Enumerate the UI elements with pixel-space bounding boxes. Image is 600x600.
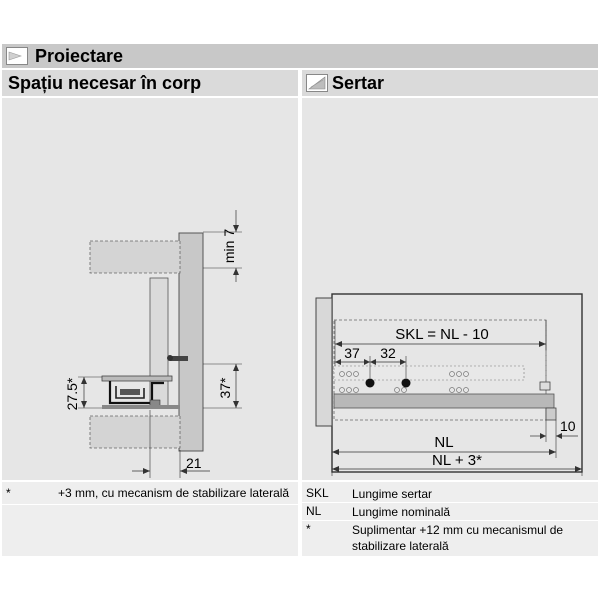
dim-37-star: 37* — [217, 377, 233, 399]
drawer-arrow-icon — [6, 47, 28, 65]
legend-key: * — [306, 522, 311, 536]
dim-27-5-star: 27.5* — [64, 377, 80, 410]
divider — [2, 504, 298, 505]
legend-text: Suplimentar +12 mm cu mecanismul de stab… — [352, 523, 564, 553]
legend-key: NL — [306, 504, 322, 518]
dim-21: 21 — [186, 455, 202, 471]
drawer-side-panel: SKL = NL - 10 37 32 10 NL NL + 3* — [302, 98, 598, 480]
page-title: Proiectare — [35, 46, 124, 66]
divider — [302, 520, 598, 521]
drawer-side-drawing: SKL = NL - 10 37 32 10 NL NL + 3* — [315, 293, 583, 476]
dim-10: 10 — [560, 418, 576, 434]
note-text: +3 mm, cu mecanism de stabilizare latera… — [58, 486, 290, 500]
dim-min-7: min 7 — [221, 229, 237, 263]
cabinet-section-drawing: min 7 37* 27.5* 21 — [64, 210, 242, 478]
dim-37: 37 — [344, 345, 360, 361]
dim-skl: SKL = NL - 10 — [395, 326, 489, 343]
dim-nl-plus-3: NL + 3* — [432, 452, 482, 469]
dim-32: 32 — [380, 345, 396, 361]
left-notes: * +3 mm, cu mecanism de stabilizare late… — [2, 482, 298, 556]
right-panel-title: Sertar — [332, 73, 385, 93]
drawer-icon — [306, 74, 328, 92]
legend-text: Lungime sertar — [352, 487, 433, 501]
left-panel-title: Spațiu necesar în corp — [8, 73, 202, 93]
note-key: * — [6, 486, 11, 500]
dim-nl: NL — [434, 434, 453, 451]
right-legend: SKL Lungime sertar NL Lungime nominală *… — [302, 482, 598, 556]
left-panel-header: Spațiu necesar în corp — [2, 70, 298, 96]
legend-text: Lungime nominală — [352, 505, 451, 519]
divider — [302, 502, 598, 503]
section-header: Proiectare — [2, 44, 598, 68]
legend-key: SKL — [306, 486, 329, 500]
right-panel-header: Sertar — [302, 70, 598, 96]
cabinet-section-panel: min 7 37* 27.5* 21 — [2, 98, 298, 480]
